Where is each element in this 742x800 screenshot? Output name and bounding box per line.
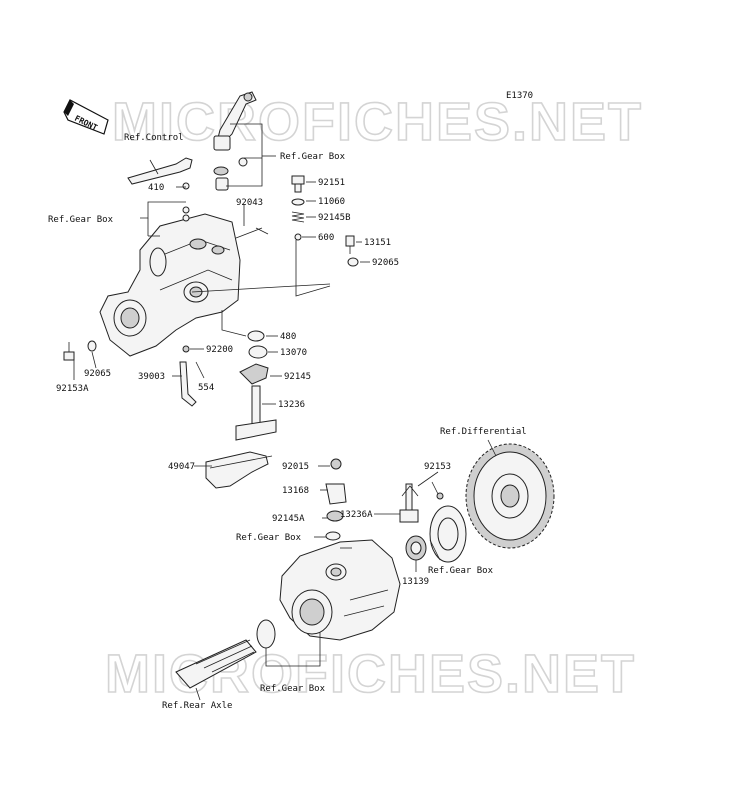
- spring-92145B-part: [291, 211, 305, 223]
- label-ref-gear-box-mid: Ref.Gear Box: [236, 533, 302, 543]
- label-49047: 49047: [168, 462, 195, 472]
- washer-11060-part: [291, 198, 305, 206]
- shaft-13236A-part: [399, 483, 419, 523]
- label-600: 600: [318, 233, 334, 243]
- nut-92015-part: [330, 458, 342, 470]
- diagram-code: E1370: [506, 91, 533, 101]
- label-92151: 92151: [318, 178, 345, 188]
- label-554: 554: [198, 383, 214, 393]
- label-ref-control: Ref.Control: [124, 133, 184, 143]
- label-ref-differential: Ref.Differential: [440, 427, 527, 437]
- bearing-right-part: [429, 505, 467, 563]
- label-92145B: 92145B: [318, 213, 351, 223]
- label-13236: 13236: [278, 400, 305, 410]
- label-92145A: 92145A: [272, 514, 305, 524]
- label-92043: 92043: [236, 198, 263, 208]
- washer-92065-left-part: [87, 340, 97, 352]
- label-92065-right: 92065: [372, 258, 399, 268]
- label-92200: 92200: [206, 345, 233, 355]
- seal-480-part: [247, 330, 265, 342]
- label-480: 480: [280, 332, 296, 342]
- watermark-top: MICROFICHES.NET: [112, 92, 643, 152]
- differential-gear-part: [465, 443, 555, 549]
- front-arrow-icon: FRONT: [63, 99, 109, 135]
- washer-92065-right-part: [347, 257, 359, 267]
- label-13151: 13151: [364, 238, 391, 248]
- spring-92145A-part: [326, 510, 344, 522]
- spring-92145-part: [239, 363, 269, 385]
- label-ref-gear-box-bottom: Ref.Gear Box: [260, 684, 326, 694]
- label-39003: 39003: [138, 372, 165, 382]
- rear-axle-part: [175, 639, 257, 689]
- label-ref-gear-box-right: Ref.Gear Box: [428, 566, 494, 576]
- shift-fork-49047-part: [205, 451, 273, 489]
- label-13236A: 13236A: [340, 510, 373, 520]
- label-92065-left: 92065: [84, 369, 111, 379]
- label-92153: 92153: [424, 462, 451, 472]
- leader-lines: [73, 123, 497, 701]
- label-92153A: 92153A: [56, 384, 89, 394]
- bushing-13070-part: [248, 345, 268, 359]
- switch-13151-part: [345, 235, 355, 254]
- label-13070: 13070: [280, 348, 307, 358]
- label-ref-gear-box-left: Ref.Gear Box: [48, 215, 114, 225]
- seal-lower-part: [256, 619, 276, 649]
- control-lever-part: [127, 157, 193, 185]
- pin-92043-part: [255, 227, 269, 235]
- gear-box-housing-part: [99, 182, 241, 357]
- bearing-13139-part: [405, 535, 427, 561]
- seal-mid-part: [325, 531, 341, 541]
- label-13168: 13168: [282, 486, 309, 496]
- shaft-13236-part: [235, 385, 277, 441]
- lower-gear-box-housing-part: [279, 539, 401, 641]
- label-410: 410: [148, 183, 164, 193]
- label-13139: 13139: [402, 577, 429, 587]
- ball-600-part: [294, 233, 302, 241]
- bolt-92153A-part: [63, 342, 75, 361]
- spring-39003-part: [179, 361, 197, 407]
- label-11060: 11060: [318, 197, 345, 207]
- bolt-92153-part: [431, 481, 444, 500]
- label-ref-rear-axle: Ref.Rear Axle: [162, 701, 232, 711]
- label-92015: 92015: [282, 462, 309, 472]
- pin-92200-part: [182, 345, 190, 353]
- shift-arm-part: [213, 91, 257, 191]
- label-92145: 92145: [284, 372, 311, 382]
- bolt-92151-part: [291, 175, 305, 193]
- arm-13168-part: [325, 483, 347, 505]
- label-ref-gear-box-top: Ref.Gear Box: [280, 152, 346, 162]
